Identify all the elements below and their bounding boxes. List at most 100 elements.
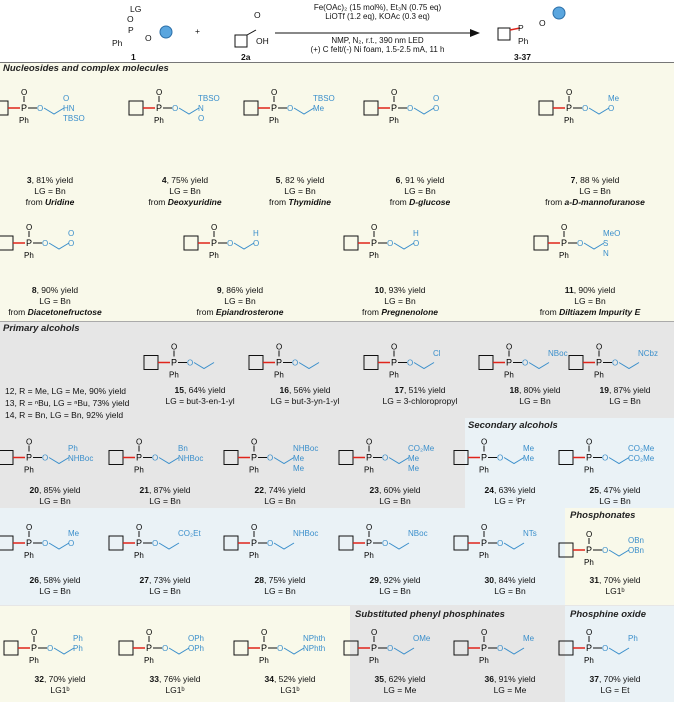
ph-group: Ph [389,371,399,380]
compound-number: 27 [139,575,149,585]
cyclobutane-ring [108,535,124,551]
ph-group: Ph [24,466,34,475]
compound-caption: 29, 92% yield [330,575,460,586]
ph-group: Ph [584,466,594,475]
compound-yield: , 91 % yield [400,175,445,185]
o-atom: O [152,454,158,463]
secondary-alcohols-panel [465,418,674,508]
ph-group: Ph [154,116,164,125]
section-header-phenyl: Substituted phenyl phosphinates [355,609,505,620]
substituent-labels: Ph [628,634,638,644]
substituent-label: O [63,94,70,103]
ph-group: Ph [559,251,569,260]
product-label: 3-37 [514,52,532,62]
source-molecule: a-D-mannofuranose [564,197,645,207]
o-label: O [539,18,546,28]
o-atom: O [407,359,413,368]
compound-caption: 28, 75% yield [215,575,345,586]
compound-yield: , 90% yield [36,285,79,295]
lg1-panel [0,606,350,702]
o-atom: O [522,359,528,368]
cyclobutane-ring [338,450,354,465]
o-atom: O [407,104,413,113]
o-atom: O [371,628,377,637]
leaving-group: LG = Me [493,685,527,695]
o-atom: O [287,104,293,113]
p-atom: P [26,453,32,463]
o-atom: O [47,644,53,653]
compound-number: 10 [374,285,384,295]
p-atom: P [481,538,487,548]
compound-caption: 11, 90% yield [525,285,655,296]
alcohol-chain [393,647,415,655]
structure-drawing: P O O Ph [243,88,315,125]
o-atom: O [497,644,503,653]
compound-yield: , 84% yield [493,575,536,585]
compound-caption: 19, 87% yield [560,385,674,396]
leaving-group: LG = 3-chloropropyl [382,396,458,406]
leaving-group: LG = Bn [599,496,631,506]
structure-drawing: P O O Ph [0,523,70,560]
source-molecule: Thymidine [288,197,331,207]
compound-caption: 30, 84% yield [445,575,575,586]
alcohol-chain [413,107,435,115]
p-atom: P [251,538,257,548]
o-atom: O [156,88,162,97]
o-atom: O [42,239,48,248]
leaving-group: LG = Bn [379,586,411,596]
compound-caption: 5, 82 % yield [235,175,365,186]
substituent-labels: NBoc [408,529,428,539]
alcohol-chain [588,107,610,115]
alcohol-chain [193,362,215,370]
source-line: from Uridine [25,197,75,207]
structure-drawing: P O O Ph [233,628,305,665]
substituent-label: O [608,104,615,113]
compound-number: 28 [254,575,264,585]
p-label: P [518,23,524,33]
p-atom: P [26,538,32,548]
source-line: from D-glucose [389,197,451,207]
leaving-group: LG = Bn [34,186,66,196]
compound-yield: , 70% yield [598,674,641,684]
o-atom: O [172,104,178,113]
o-atom: O [481,438,487,447]
compound-caption: 18, 80% yield [470,385,600,396]
substituent-labels: NCbz [638,349,658,359]
structure-drawing: P O O Ph [118,628,190,665]
compound-number: 23 [369,485,379,495]
o-atom: O [276,343,282,352]
compound-caption: 37, 70% yield [550,674,674,685]
source-line: from a-D-mannofuranose [545,197,645,207]
alcohol-chain [48,242,70,250]
cyclobutane-ring [0,450,14,465]
reactant-2a-label: 2a [241,52,251,62]
leaving-group: LG = Bn [39,296,71,306]
alcohol-chain [608,549,630,557]
leaving-group: LG = Bn [264,496,296,506]
substituent-label: Me [293,453,305,463]
structure-drawing: P O O Ph [538,88,610,125]
alcohol-chain [393,242,415,250]
alcohol-chain [503,542,525,550]
cyclobutane-ring [453,450,469,465]
o-atom: O [152,539,158,548]
substituent-label: H [413,229,419,238]
compound-caption: 20, 85% yield [0,485,120,496]
p-atom: P [586,643,592,653]
structure-drawing: P O O Ph [0,438,70,475]
leaving-group: LG = Bn [264,586,296,596]
cyclobutane-ring [108,450,124,465]
